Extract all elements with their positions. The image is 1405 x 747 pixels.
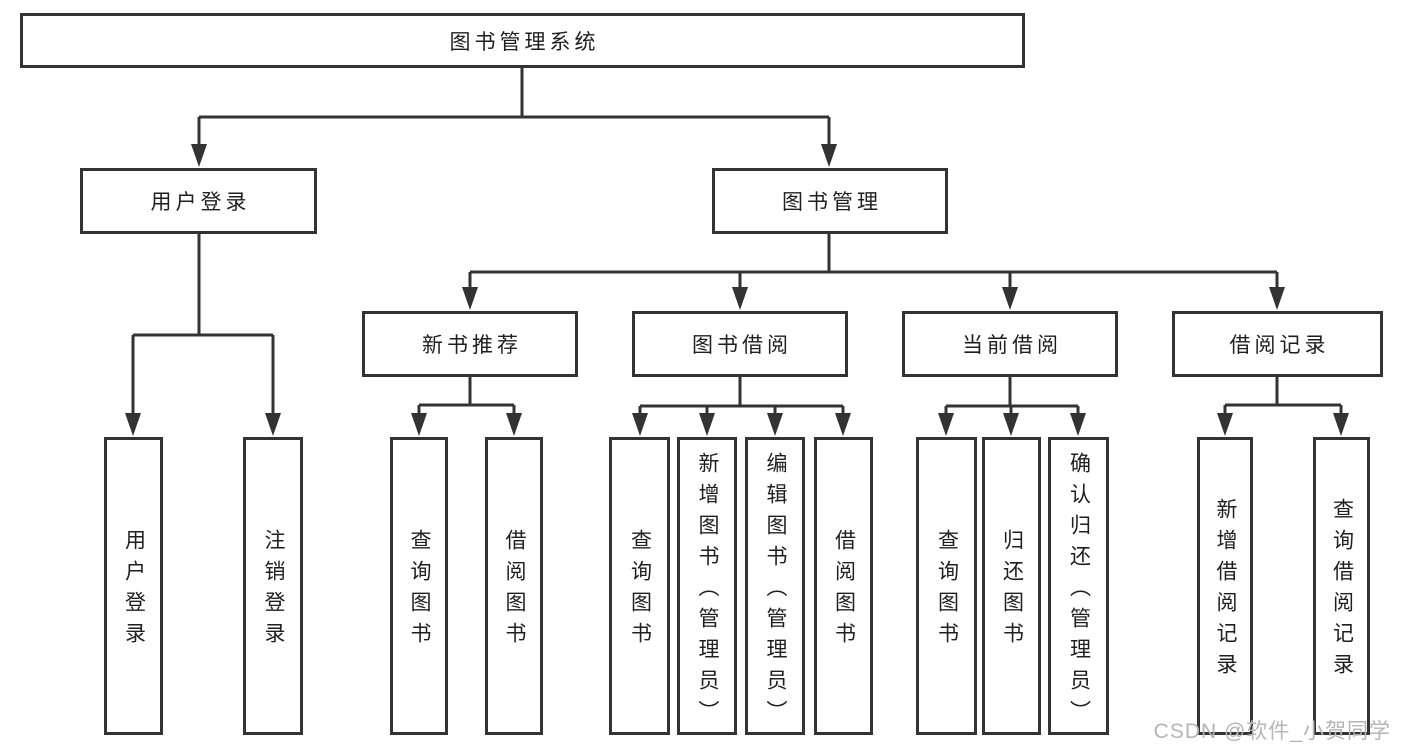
- leaf-borrow-books-recommend: 借阅图书: [485, 437, 543, 735]
- leaf-query-books-recommend: 查询图书: [390, 437, 448, 735]
- leaf-query-borrow-record: 查询借阅记录: [1313, 437, 1370, 735]
- node-book-borrow: 图书借阅: [632, 311, 848, 377]
- tree-edges: [131, 68, 1343, 422]
- leaf-borrow-books: 借阅图书: [814, 437, 873, 735]
- node-user-login-module: 用户登录: [80, 168, 317, 234]
- node-borrow-records: 借阅记录: [1172, 311, 1383, 377]
- leaf-user-login: 用户登录: [104, 437, 163, 735]
- node-new-book-recommend: 新书推荐: [362, 311, 578, 377]
- leaf-query-books-current: 查询图书: [916, 437, 977, 735]
- leaf-return-books: 归还图书: [982, 437, 1041, 735]
- leaf-logout: 注销登录: [243, 437, 303, 735]
- arrowhead-icons: [125, 144, 1349, 436]
- leaf-edit-books-admin: 编辑图书（管理员）: [745, 437, 805, 735]
- leaf-query-books-borrow: 查询图书: [609, 437, 670, 735]
- csdn-watermark: CSDN @软件_小贺同学: [1153, 720, 1391, 743]
- node-root-library-system: 图书管理系统: [20, 13, 1025, 68]
- node-current-borrow: 当前借阅: [902, 311, 1118, 377]
- leaf-add-books-admin: 新增图书（管理员）: [677, 437, 737, 735]
- leaf-add-borrow-record: 新增借阅记录: [1197, 437, 1253, 735]
- leaf-confirm-return-admin: 确认归还（管理员）: [1048, 437, 1109, 735]
- node-book-management-module: 图书管理: [712, 168, 948, 234]
